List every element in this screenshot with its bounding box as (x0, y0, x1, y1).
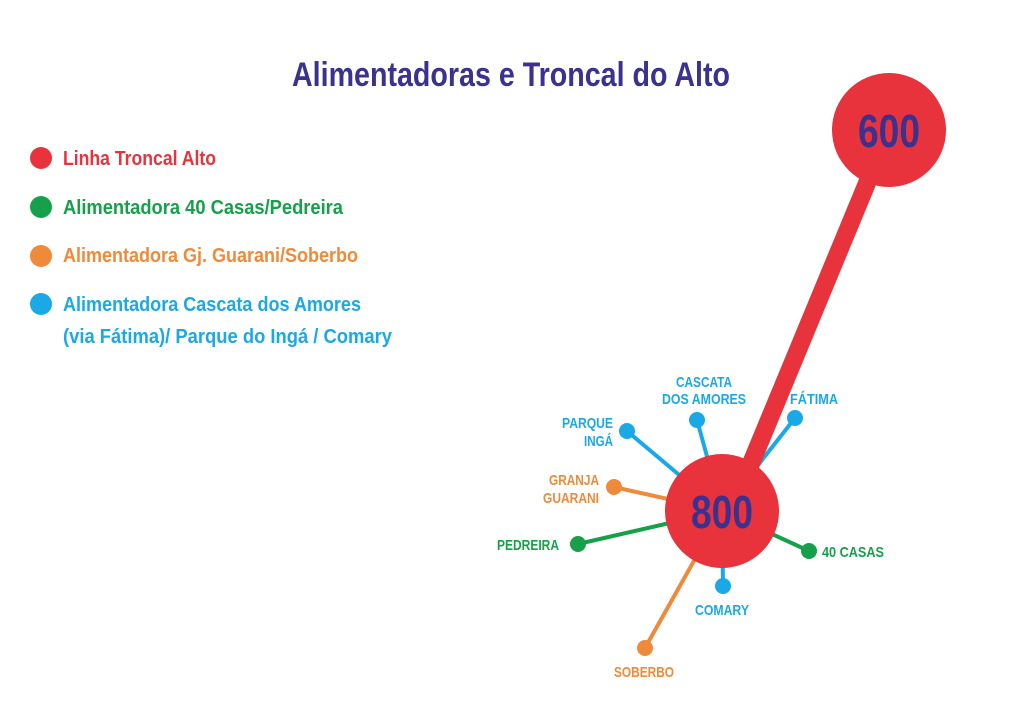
stop-dot-granja (606, 479, 622, 495)
legend-label-orange: Alimentadora Gj. Guarani/Soberbo (63, 245, 358, 267)
stop-label-comary: COMARY (695, 602, 749, 619)
stop-dots (570, 410, 817, 656)
terminal-800-label: 800 (691, 486, 753, 538)
terminal-600-circle (832, 73, 946, 187)
legend-label-trunk: Linha Troncal Alto (63, 148, 216, 170)
stop-label-fatima: FÁTIMA (790, 391, 838, 408)
stop-dot-40-casas (801, 543, 817, 559)
stop-label-granja: GRANJA (549, 472, 599, 489)
stop-dot-pedreira (570, 536, 586, 552)
stop-dot-soberbo (637, 640, 653, 656)
page-title: Alimentadoras e Troncal do Alto (292, 56, 730, 94)
stop-dot-comary (715, 578, 731, 594)
legend-dot-orange (30, 245, 52, 267)
stop-label-40-casas: 40 CASAS (822, 544, 884, 561)
stop-dot-cascata (689, 412, 705, 428)
stop-label-cascata: CASCATA (676, 374, 732, 391)
terminal-600-label: 600 (858, 105, 920, 157)
stop-label-pedreira: PEDREIRA (497, 537, 559, 554)
legend-dot-blue (30, 293, 52, 315)
stop-dot-parque-inga (619, 423, 635, 439)
stop-label-parque: PARQUE (562, 415, 613, 432)
stop-labels: PARQUE INGÁ CASCATA DOS AMORES FÁTIMA GR… (497, 374, 884, 681)
terminal-800-circle (665, 454, 779, 568)
legend-dot-trunk (30, 147, 52, 169)
legend-label-green: Alimentadora 40 Casas/Pedreira (63, 197, 344, 219)
legend-label-blue-2: (via Fátima)/ Parque do Ingá / Comary (63, 326, 393, 348)
legend-label-blue-1: Alimentadora Cascata dos Amores (63, 294, 361, 316)
stop-label-soberbo: SOBERBO (614, 664, 674, 681)
trunk-line (731, 126, 898, 494)
stop-label-guarani: GUARANI (543, 490, 599, 507)
stop-label-inga: INGÁ (584, 433, 613, 450)
legend-dot-green (30, 196, 52, 218)
stop-dot-fatima (787, 410, 803, 426)
legend: Linha Troncal Alto Alimentadora 40 Casas… (30, 147, 393, 348)
stop-label-dos-amores: DOS AMORES (662, 391, 746, 408)
